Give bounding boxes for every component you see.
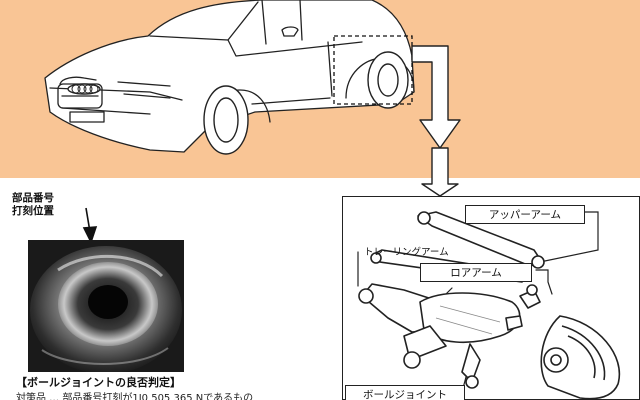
ball-joint-judgment-title: 【ボールジョイントの良否判定】: [16, 376, 181, 389]
part-number-line1: 部品番号: [12, 192, 54, 204]
ball-joint-photo: [28, 240, 184, 372]
ball-joint-judgment-note: 対策品 … 部品番号打刻が1J0 505 365 Nであるもの: [16, 393, 254, 400]
lower-arm-label: ロアアーム: [420, 263, 532, 282]
part-number-position-callout: 部品番号 打刻位置: [12, 192, 54, 218]
upper-arm-label: アッパーアーム: [465, 205, 585, 224]
ball-joint-label: ボールジョイント: [345, 385, 465, 400]
part-number-line2: 打刻位置: [12, 205, 54, 217]
trailing-arm-label: トレーリングアーム: [364, 247, 449, 258]
